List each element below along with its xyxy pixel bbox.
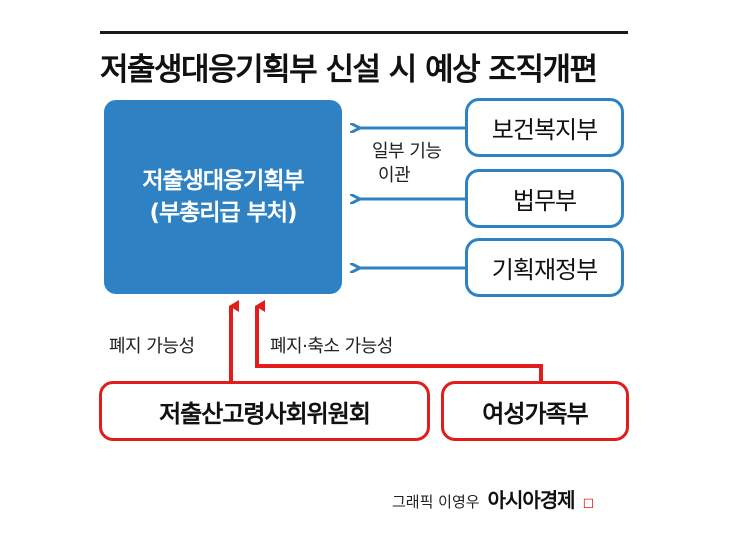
credit-line: 그래픽 이영우 아시아경제 ◻ — [392, 484, 594, 513]
committee-box-1: 저출산고령사회위원회 — [99, 381, 430, 441]
committee-2-relation: 폐지·축소 가능성 — [270, 332, 393, 358]
title-rule — [100, 31, 628, 34]
committee-box-2: 여성가족부 — [441, 381, 629, 441]
credit-byline: 그래픽 이영우 — [392, 493, 480, 511]
diagram-title: 저출생대응기획부 신설 시 예상 조직개편 — [100, 52, 598, 88]
arrow-from-committee-2 — [255, 300, 543, 381]
brand-mark-icon: ◻ — [582, 495, 595, 511]
committee-1-relation: 폐지 가능성 — [109, 332, 195, 358]
ministry-box-3: 기획재정부 — [465, 238, 624, 297]
transfer-label: 일부 기능 이관 — [372, 140, 442, 188]
main-ministry-name: 저출생대응기획부 — [142, 167, 304, 194]
main-ministry-box: 저출생대응기획부 (부총리급 부처) — [104, 100, 342, 294]
ministry-box-1: 보건복지부 — [465, 98, 624, 157]
transfer-label-line1: 일부 기능 — [372, 141, 442, 162]
ministry-box-2: 법무부 — [465, 169, 624, 228]
credit-brand: 아시아경제 — [487, 488, 576, 512]
transfer-label-line2: 이관 — [378, 165, 411, 186]
main-ministry-rank: (부총리급 부처) — [149, 200, 298, 226]
